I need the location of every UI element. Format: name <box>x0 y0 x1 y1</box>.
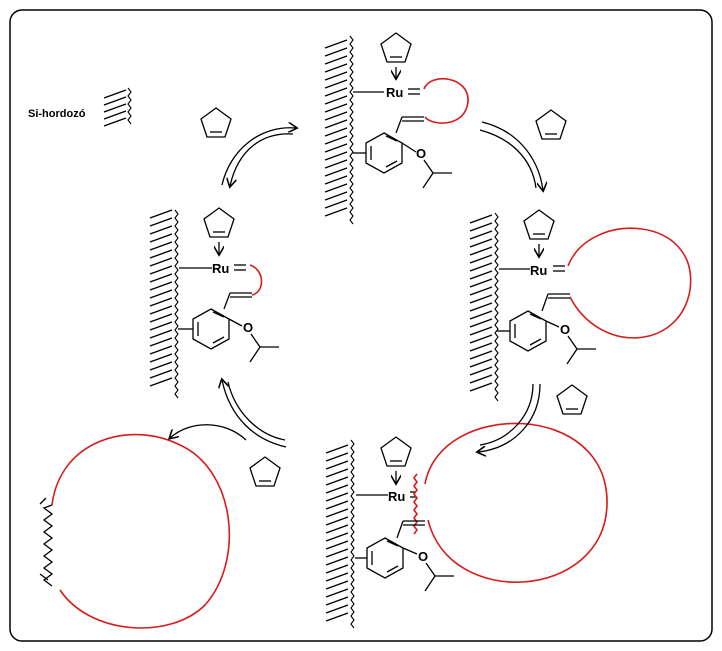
stage-bottom: Ru O <box>325 422 608 629</box>
ru-label: Ru <box>530 263 547 278</box>
ru-label: Ru <box>212 261 229 276</box>
cyclopentene-icon <box>556 384 588 415</box>
cycle-arrows <box>170 121 543 452</box>
polymer-ring-large <box>567 227 692 339</box>
polymer-stub <box>249 264 263 296</box>
cyclic-polymer <box>51 433 231 629</box>
released-polymer <box>39 433 231 629</box>
cyclopentene-icon <box>249 456 281 487</box>
stage-right: Ru O <box>469 209 692 402</box>
oxygen-label: O <box>243 320 253 335</box>
cyclopentene-icon <box>523 209 555 240</box>
oxygen-label: O <box>418 549 428 564</box>
cyclopentene-icon <box>380 32 412 63</box>
cyclopentene-icon <box>203 207 235 238</box>
stage-left: Ru O <box>149 207 279 399</box>
support-legend: Si-hordozó <box>28 87 132 127</box>
oxygen-label: O <box>560 322 570 337</box>
polymer-ring-small <box>423 77 469 124</box>
support-label: Si-hordozó <box>28 108 86 120</box>
cyclopentene-icon <box>200 107 232 138</box>
polymer-ring-growing <box>424 422 608 583</box>
ru-label: Ru <box>388 489 405 504</box>
cyclopentene-icon <box>535 109 567 140</box>
ru-label: Ru <box>386 85 403 100</box>
cleavage-mark <box>413 473 418 535</box>
cyclopentene-icon <box>380 436 412 467</box>
stage-top: Ru O <box>324 32 469 225</box>
outer-frame <box>9 9 713 642</box>
oxygen-label: O <box>416 146 426 161</box>
